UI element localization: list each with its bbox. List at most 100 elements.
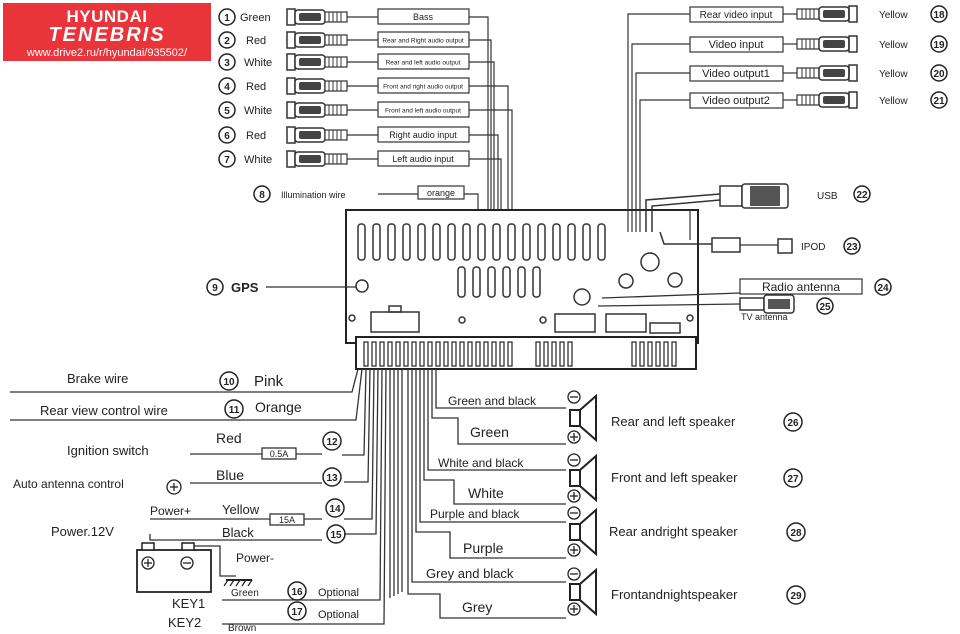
speaker-num: 29: [790, 591, 802, 602]
auto-antenna-num: 13: [326, 473, 338, 484]
rca-num: 5: [224, 106, 230, 117]
key2-note: Optional: [318, 609, 359, 621]
rca-num: 3: [224, 58, 230, 69]
rca-label: Front and right audio output: [383, 84, 463, 91]
minus-icon: [567, 453, 581, 467]
number-circle: [874, 278, 892, 296]
number-circle: [218, 31, 236, 49]
power-plus-color: Yellow: [222, 502, 260, 517]
speaker-row-26: Green and black Green Rear and left spea…: [448, 390, 803, 444]
rca-color: Red: [246, 35, 266, 47]
brake-label: Brake wire: [67, 371, 128, 386]
speaker-label: Frontandnightspeaker: [611, 587, 738, 602]
number-circle: [843, 237, 861, 255]
auto-antenna-color: Blue: [216, 467, 244, 483]
rca-color: Red: [246, 130, 266, 142]
rca-row-2: 2 Red Rear and Right audio output: [218, 31, 470, 49]
illumination-row: 8 Illumination wire orange: [253, 185, 479, 210]
key1-label: KEY1: [172, 596, 205, 611]
tv-num: 25: [819, 302, 831, 313]
gps-row: 9 GPS: [206, 278, 356, 296]
plus-icon: [567, 489, 581, 503]
ipod-num: 23: [846, 242, 858, 253]
number-circle: [206, 278, 224, 296]
power12-num: 15: [330, 530, 342, 541]
usb-num: 22: [856, 190, 868, 201]
rca-row-6: 6 Red Right audio input: [218, 126, 470, 144]
brand-logo: HYUNDAI TENEBRIS www.drive2.ru/r/hyundai…: [3, 3, 211, 61]
rca-label: Rear video input: [700, 10, 773, 21]
tv-plug-icon: [739, 297, 765, 311]
rca-color: Green: [240, 12, 271, 24]
logo-brand: HYUNDAI: [66, 7, 148, 26]
vent-slots: [357, 223, 606, 298]
rca-label: Front and left audio output: [385, 108, 461, 115]
speaker-top-wire: Green and black: [448, 394, 537, 408]
rca-plug-icon: [286, 8, 348, 26]
speaker-bottom-wire: Grey: [462, 599, 492, 615]
key2-color: Brown: [228, 623, 256, 634]
number-circle: [218, 53, 236, 71]
power-plus-row: Power+ Yellow 15A 14: [150, 498, 345, 526]
speaker-bottom-wire: Green: [470, 424, 509, 440]
rear-view-label: Rear view control wire: [40, 403, 168, 418]
rca-num: 6: [224, 131, 230, 142]
ignition-color: Red: [216, 430, 242, 446]
rear-view-num: 11: [229, 405, 240, 416]
rca-row-4: 4 Red Front and right audio output: [218, 77, 470, 95]
power-minus-label: Power-: [236, 551, 274, 565]
key2-row: KEY2 Brown 17 Optional: [168, 601, 359, 634]
speaker-row-29: Grey and black Grey Frontandnightspeaker…: [426, 566, 806, 616]
ground-icon: [223, 579, 253, 587]
ipod-plug-icon: [711, 237, 741, 253]
rca-color: White: [244, 105, 272, 117]
rca-row-18: Rear video input Yellow 18: [689, 5, 948, 23]
key2-num: 17: [291, 607, 303, 618]
rca-plug-icon: [286, 150, 348, 168]
ignition-fuse: 0.5A: [270, 449, 289, 459]
number-circle: [930, 35, 948, 53]
rca-label: Video output2: [702, 95, 770, 107]
rca-plug-icon: [286, 101, 348, 119]
power-plus-fuse: 15A: [279, 515, 295, 525]
number-circle: [219, 371, 239, 391]
number-circle: [783, 468, 803, 488]
rca-num: 7: [224, 155, 230, 166]
power12-row: Power.12V Black 15: [51, 524, 346, 544]
usb-row: USB 22: [645, 183, 871, 232]
fuse-icon: [261, 447, 297, 460]
brake-row: Brake wire 10 Pink: [67, 371, 284, 391]
illumination-label: Illumination wire: [281, 190, 346, 200]
label-box: [417, 185, 465, 200]
ipod-row: IPOD 23: [659, 210, 861, 255]
key2-label: KEY2: [168, 615, 201, 630]
rca-color: Yellow: [879, 96, 908, 107]
power-plus-label: Power+: [150, 504, 191, 518]
rca-label: Video input: [709, 39, 764, 51]
rca-color: Yellow: [879, 69, 908, 80]
illumination-color: orange: [427, 188, 455, 198]
key1-note: Optional: [318, 587, 359, 599]
rca-color: Red: [246, 81, 266, 93]
rear-view-color: Orange: [255, 399, 302, 415]
radio-row: Radio antenna 24: [601, 278, 892, 299]
rca-color: Yellow: [879, 10, 908, 21]
plus-icon: [166, 479, 182, 495]
auto-antenna-label: Auto antenna control: [13, 477, 124, 491]
number-circle: [786, 522, 806, 542]
rca-num: 19: [933, 40, 945, 51]
auto-antenna-row: Auto antenna control Blue 13: [13, 467, 342, 495]
number-circle: [224, 399, 244, 419]
rca-row-1: 1 Green Bass: [218, 8, 470, 26]
ipod-label: IPOD: [801, 242, 825, 253]
rca-num: 1: [224, 13, 230, 24]
rca-row-21: Video output2 Yellow 21: [689, 91, 948, 109]
minus-icon: [567, 506, 581, 520]
rca-row-3: 3 White Rear and left audio output: [218, 53, 470, 71]
rca-num: 18: [933, 10, 945, 21]
key1-color: Green: [231, 588, 259, 599]
rca-num: 4: [224, 82, 230, 93]
fuse-icon: [269, 513, 305, 526]
rca-label: Video output1: [702, 68, 770, 80]
